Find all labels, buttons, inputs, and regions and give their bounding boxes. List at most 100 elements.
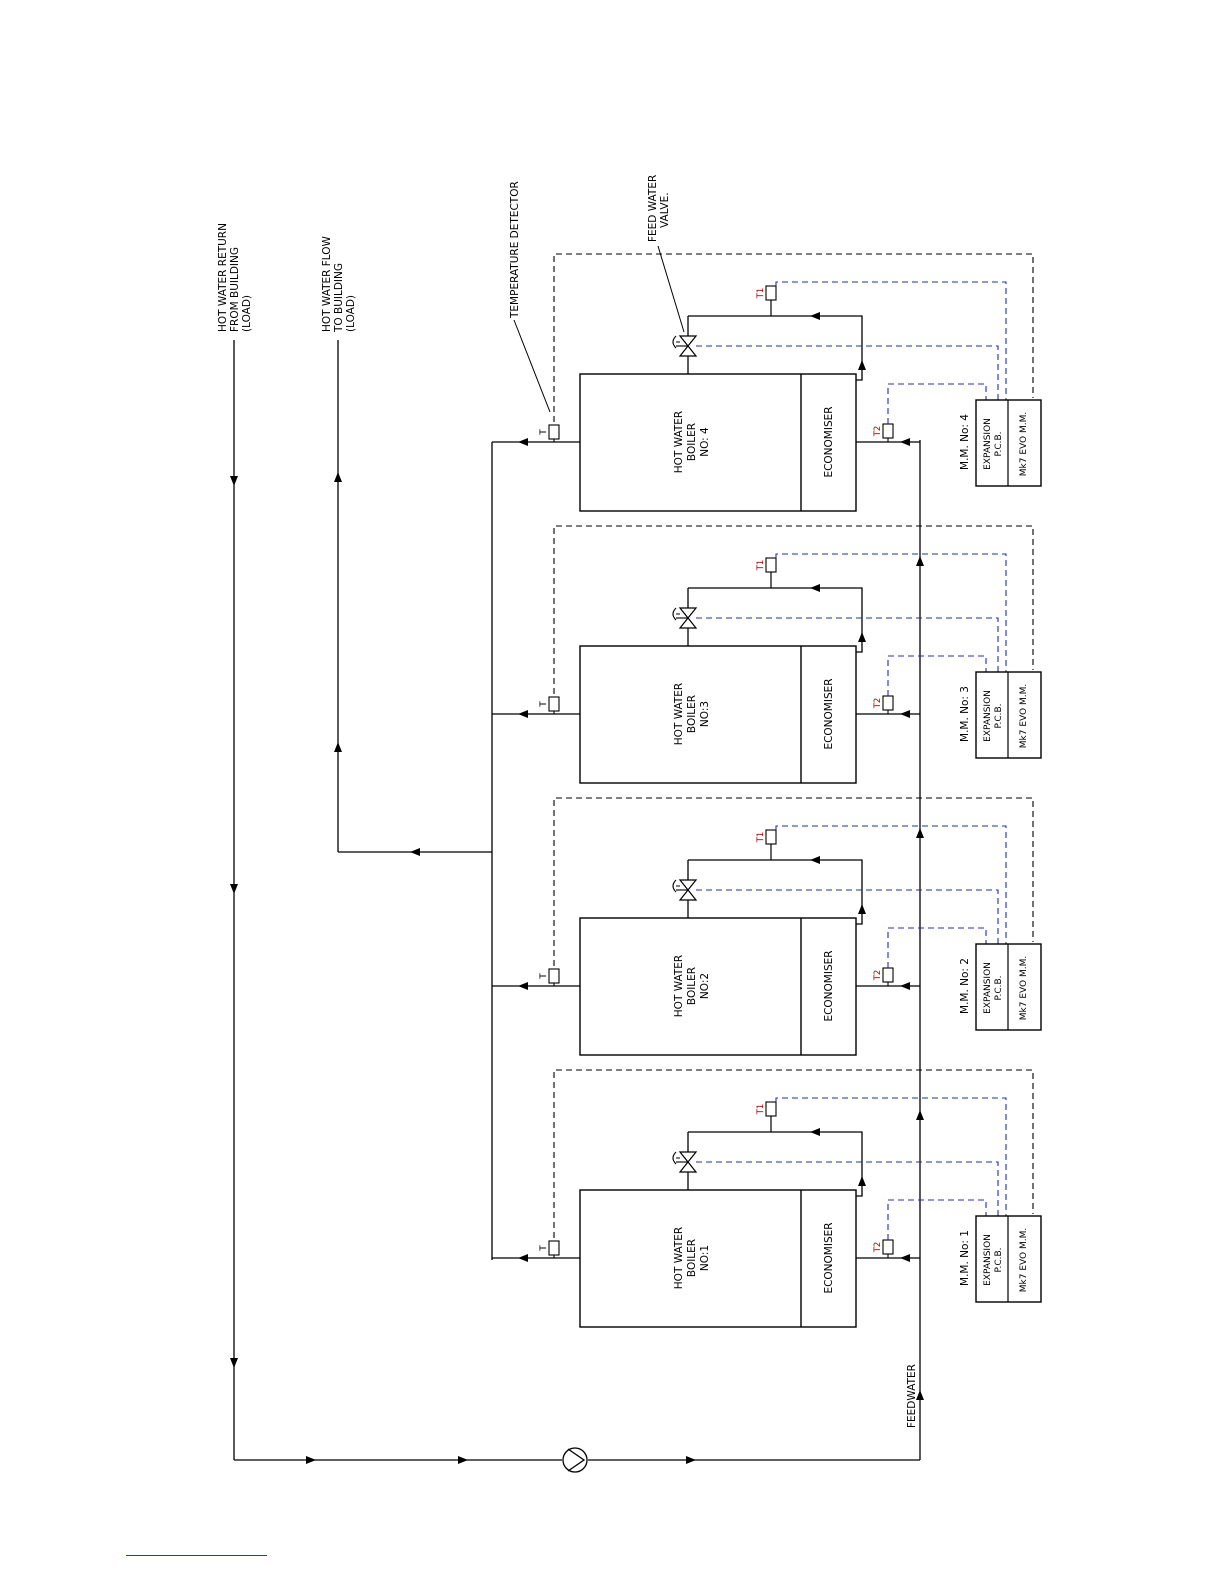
sensor-t1-label: T1 <box>756 1104 766 1116</box>
boiler-body <box>579 373 857 512</box>
signal-line <box>553 525 1034 694</box>
valve-signal-line <box>696 1161 999 1216</box>
flow-arrow <box>518 1254 528 1262</box>
flow-arrow <box>686 1456 696 1464</box>
sensor-icon <box>548 696 560 714</box>
evo-label: Mk7 EVO M.M. <box>1019 684 1029 748</box>
flow-arrow <box>458 1456 468 1464</box>
t2-signal-line <box>887 1199 987 1240</box>
sensor-t1-label: T1 <box>756 288 766 300</box>
mm-controller <box>975 399 1042 487</box>
flow-arrow <box>858 360 866 370</box>
boiler-label-line-3: NO:2 <box>699 973 711 999</box>
flow-arrow <box>916 556 924 566</box>
svg-text:(LOAD): (LOAD) <box>241 295 253 332</box>
t1-signal-line <box>775 1097 1007 1216</box>
flow-arrow <box>410 848 420 856</box>
mm-number-label: M.M. No: 2 <box>959 958 971 1014</box>
valve-signal-line <box>696 345 999 400</box>
sensor-t-label: T <box>539 701 549 708</box>
valve-return-pipe <box>688 859 863 925</box>
flow-arrow <box>810 312 820 320</box>
evo-label: Mk7 EVO M.M. <box>1019 1228 1029 1292</box>
valve-signal-line <box>696 889 999 944</box>
sensor-t-label: T <box>539 1245 549 1252</box>
svg-text:(LOAD): (LOAD) <box>345 295 357 332</box>
feed-valve-icon <box>672 335 698 357</box>
feed-valve-icon <box>672 607 698 629</box>
svg-text:FROM BUILDING: FROM BUILDING <box>229 247 241 332</box>
mm-number-label: M.M. No: 3 <box>959 686 971 742</box>
flow-arrow <box>518 438 528 446</box>
valve-return-pipe <box>688 1131 863 1197</box>
sensor-icon <box>765 557 777 588</box>
valve-signal-line <box>696 617 999 672</box>
svg-text:TEMPERATURE DETECTOR: TEMPERATURE DETECTOR <box>509 181 521 319</box>
sensor-icon <box>548 1240 560 1258</box>
signal-line <box>553 253 1034 422</box>
svg-text:HOT WATER FLOW: HOT WATER FLOW <box>321 235 333 332</box>
main-pipework <box>230 340 924 1473</box>
svg-text:TO BUILDING: TO BUILDING <box>333 263 345 333</box>
sensor-icon <box>765 1101 777 1132</box>
economiser-label: ECONOMISER <box>823 406 835 477</box>
pcb-label: P.C.B. <box>994 975 1004 1000</box>
sensor-icon <box>882 1239 894 1258</box>
flow-arrow <box>518 710 528 718</box>
flow-arrow <box>230 1358 238 1368</box>
expansion-label: EXPANSION <box>983 962 993 1014</box>
svg-text:HOT WATER RETURN: HOT WATER RETURN <box>217 223 229 332</box>
signal-line <box>553 1069 1034 1238</box>
boiler-label-line-1: HOT WATER <box>673 683 685 745</box>
boiler-body <box>579 1189 857 1328</box>
sensor-t2-label: T2 <box>873 426 883 438</box>
svg-text:FEEDWATER: FEEDWATER <box>906 1364 918 1428</box>
valve-return-pipe <box>688 315 863 381</box>
footer-link-underline <box>126 1555 267 1556</box>
flow-arrow <box>230 884 238 894</box>
mm-controller <box>975 671 1042 759</box>
pcb-label: P.C.B. <box>994 431 1004 456</box>
mm-number-label: M.M. No: 1 <box>959 1230 971 1286</box>
sensor-t-label: T <box>539 429 549 436</box>
feed-valve-icon <box>672 879 698 901</box>
sensor-icon <box>765 285 777 316</box>
t2-signal-line <box>887 655 987 696</box>
t1-signal-line <box>775 825 1007 944</box>
flow-arrow <box>916 828 924 838</box>
flow-arrow <box>900 438 910 446</box>
sensor-t2-label: T2 <box>873 970 883 982</box>
sensor-icon <box>765 829 777 860</box>
economiser-label: ECONOMISER <box>823 678 835 749</box>
boiler-label-line-1: HOT WATER <box>673 1227 685 1289</box>
boiler-label-line-2: BOILER <box>686 967 698 1005</box>
sensor-icon <box>882 423 894 442</box>
mm-controller <box>975 943 1042 1031</box>
flow-arrow <box>306 1456 316 1464</box>
flow-arrow <box>916 1110 924 1120</box>
economiser-label: ECONOMISER <box>823 950 835 1021</box>
return-label: HOT WATER RETURN FROM BUILDING (LOAD) <box>217 223 253 332</box>
sensor-t-label: T <box>539 973 549 980</box>
pcb-label: P.C.B. <box>994 1247 1004 1272</box>
t2-signal-line <box>887 383 987 424</box>
flow-arrow <box>810 584 820 592</box>
flow-arrow <box>900 982 910 990</box>
boiler-label-line-3: NO:1 <box>699 1245 711 1271</box>
sensor-t1-label: T1 <box>756 832 766 844</box>
boiler-body <box>579 917 857 1056</box>
t2-signal-line <box>887 927 987 968</box>
svg-text:VALVE.: VALVE. <box>659 192 671 228</box>
temperature-detector-leader <box>513 319 551 413</box>
flow-arrow <box>518 982 528 990</box>
boiler-label-line-3: NO: 4 <box>699 427 711 457</box>
flow-arrow <box>810 1128 820 1136</box>
